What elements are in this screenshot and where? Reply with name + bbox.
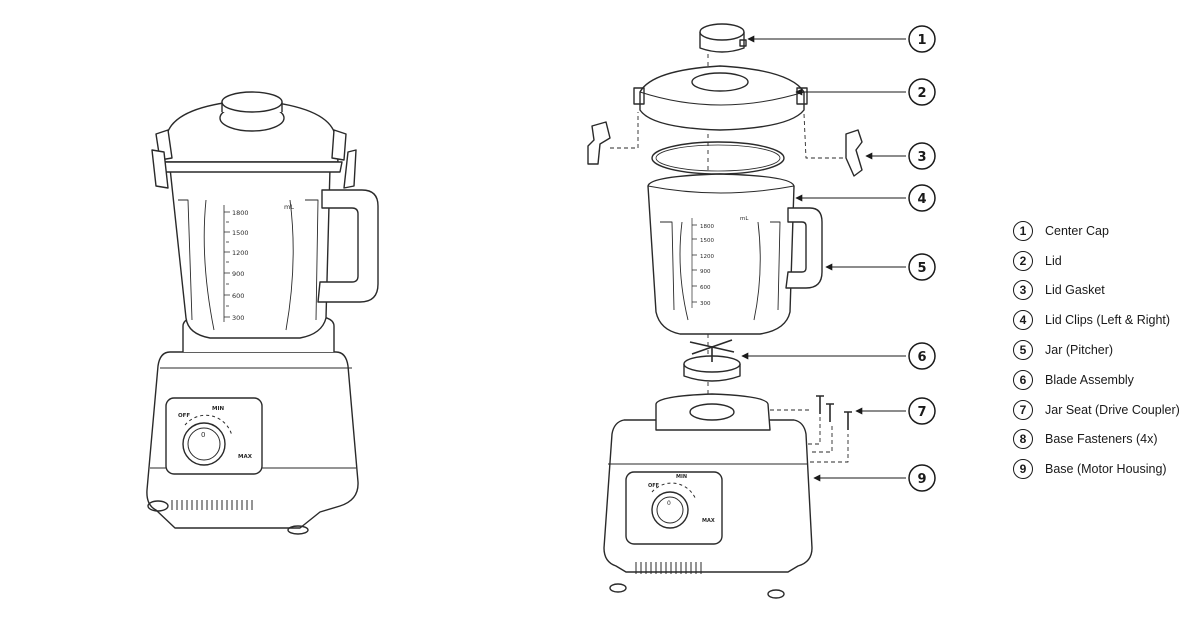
diagram-callouts: 1 2 3 4 5 6 7 9 xyxy=(908,25,936,492)
jar-graduation: 1500 xyxy=(232,229,249,237)
legend-number: 5 xyxy=(1013,340,1033,361)
exploded-blade-assembly xyxy=(683,339,741,382)
callout-5: 5 xyxy=(908,253,936,281)
exploded-jar-markings: mL 1800 1500 1200 900 600 300 xyxy=(700,216,749,307)
legend-label: Jar Seat (Drive Coupler) xyxy=(1045,402,1180,417)
dial-min-label: MIN xyxy=(212,406,225,412)
dial-off-label: OFF xyxy=(648,483,659,489)
parts-legend: 1 Center Cap 2 Lid 3 Lid Gasket 4 Lid Clips … xyxy=(1013,216,1193,484)
exploded-lid-clip-left xyxy=(587,121,611,165)
jar-unit-label: mL xyxy=(284,203,294,211)
assembled-vents xyxy=(171,500,253,510)
callout-4: 4 xyxy=(908,184,936,212)
callout-1: 1 xyxy=(908,25,936,53)
exploded-fasteners xyxy=(770,395,852,463)
legend-item: 5 Jar (Pitcher) xyxy=(1013,335,1193,365)
dial-max-label: MAX xyxy=(238,454,253,460)
svg-text:9: 9 xyxy=(917,472,926,487)
callout-6: 6 xyxy=(908,342,936,370)
legend-number: 1 xyxy=(1013,220,1033,241)
legend-number: 9 xyxy=(1013,459,1033,480)
legend-number: 4 xyxy=(1013,310,1033,331)
legend-item: 3 Lid Gasket xyxy=(1013,276,1193,306)
jar-graduation: 1800 xyxy=(700,224,714,230)
svg-text:4: 4 xyxy=(917,192,926,207)
legend-number: 8 xyxy=(1013,429,1033,450)
jar-graduation: 600 xyxy=(232,292,244,300)
callout-7: 7 xyxy=(908,397,936,425)
exploded-base xyxy=(603,393,813,599)
exploded-jar xyxy=(647,173,823,335)
jar-graduation: 1200 xyxy=(232,249,249,257)
legend-number: 7 xyxy=(1013,399,1033,420)
legend-label: Lid Clips (Left & Right) xyxy=(1045,313,1171,328)
jar-unit-label: mL xyxy=(740,216,749,222)
svg-text:2: 2 xyxy=(917,86,926,101)
legend-label: Blade Assembly xyxy=(1045,372,1134,387)
callout-9: 9 xyxy=(908,464,936,492)
legend-label: Lid Gasket xyxy=(1045,283,1105,298)
dial-min-label: MIN xyxy=(676,474,687,480)
svg-text:6: 6 xyxy=(917,350,926,365)
legend-item: 9 Base (Motor Housing) xyxy=(1013,454,1193,484)
callout-2: 2 xyxy=(908,78,936,106)
legend-label: Base (Motor Housing) xyxy=(1045,462,1167,477)
exploded-lid-clip-right xyxy=(845,129,863,177)
legend-item: 4 Lid Clips (Left & Right) xyxy=(1013,305,1193,335)
legend-label: Center Cap xyxy=(1045,223,1109,238)
exploded-gasket xyxy=(651,141,785,175)
legend-label: Base Fasteners (4x) xyxy=(1045,432,1158,447)
legend-label: Lid xyxy=(1045,253,1062,268)
legend-label: Jar (Pitcher) xyxy=(1045,343,1114,358)
legend-number: 3 xyxy=(1013,280,1033,301)
jar-graduation: 900 xyxy=(232,270,244,278)
svg-text:1: 1 xyxy=(917,33,926,48)
svg-text:5: 5 xyxy=(917,261,926,276)
legend-item: 6 Blade Assembly xyxy=(1013,365,1193,395)
assembled-dial-labels: OFF MIN MAX 0 xyxy=(178,406,253,460)
exploded-center-cap xyxy=(699,23,747,53)
jar-graduation: 300 xyxy=(700,301,711,307)
legend-item: 1 Center Cap xyxy=(1013,216,1193,246)
jar-graduation: 300 xyxy=(232,314,244,322)
legend-item: 2 Lid xyxy=(1013,246,1193,276)
dial-max-label: MAX xyxy=(702,518,715,524)
legend-number: 2 xyxy=(1013,250,1033,271)
svg-text:3: 3 xyxy=(917,150,926,165)
exploded-lid xyxy=(633,65,808,131)
dial-knob-mark: 0 xyxy=(201,431,205,439)
jar-graduation: 1500 xyxy=(700,238,714,244)
dial-off-label: OFF xyxy=(178,413,190,419)
svg-text:7: 7 xyxy=(917,405,926,420)
legend-item: 7 Jar Seat (Drive Coupler) xyxy=(1013,395,1193,425)
assembled-blender xyxy=(146,91,379,535)
jar-graduation: 900 xyxy=(700,269,711,275)
assembled-jar-markings: mL 1800 1500 1200 900 600 300 xyxy=(232,203,294,322)
legend-item: 8 Base Fasteners (4x) xyxy=(1013,425,1193,455)
exploded-blender xyxy=(587,23,863,599)
legend-number: 6 xyxy=(1013,369,1033,390)
dial-knob-mark: 0 xyxy=(667,500,671,507)
jar-graduation: 600 xyxy=(700,285,711,291)
jar-graduation: 1200 xyxy=(700,254,714,260)
leader-lines xyxy=(741,35,906,482)
jar-graduation: 1800 xyxy=(232,209,249,217)
assembled-knob xyxy=(182,422,226,466)
exploded-dial-labels: OFF MIN MAX 0 xyxy=(648,474,715,524)
assembled-jar xyxy=(169,167,331,339)
assembled-handle xyxy=(317,189,379,303)
callout-3: 3 xyxy=(908,142,936,170)
